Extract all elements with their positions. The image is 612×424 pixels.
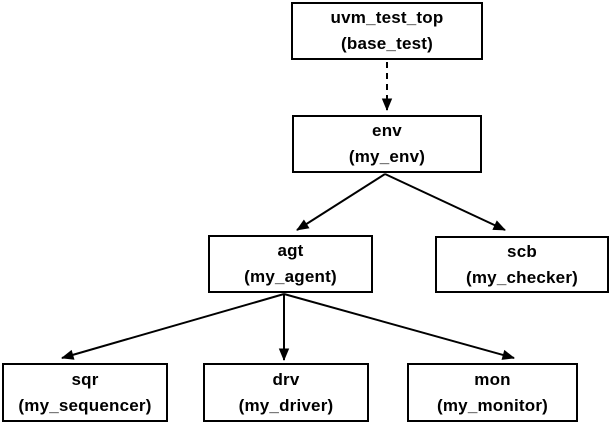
node-scb-instance: scb [507,241,537,261]
node-scb: scb (my_checker) [435,236,609,293]
node-scb-class: (my_checker) [465,267,579,287]
node-uvm-test-top-instance: uvm_test_top [330,8,444,27]
node-sqr-class: (my_sequencer) [18,395,152,415]
node-env-instance: env [372,121,402,140]
node-uvm-test-top: uvm_test_top (base_test) [291,2,483,60]
node-env-class: (my_env) [348,147,426,166]
node-sqr-instance: sqr [71,369,99,389]
edge-agt-mon-arrow [283,293,515,360]
node-agt: agt (my_agent) [208,235,373,293]
node-mon-class: (my_monitor) [436,395,549,415]
node-mon-instance: mon [474,369,511,389]
node-drv-instance: drv [272,369,300,389]
node-mon: mon (my_monitor) [407,363,578,422]
node-drv: drv (my_driver) [203,363,369,422]
edge-env-scb-arrow [384,173,506,231]
node-drv-class: (my_driver) [238,395,334,415]
edge-env-agt-arrow [296,173,386,231]
node-sqr: sqr (my_sequencer) [2,363,168,422]
node-agt-instance: agt [277,241,304,260]
node-uvm-test-top-class: (base_test) [341,34,433,53]
node-agt-class: (my_agent) [244,267,337,286]
node-env: env (my_env) [292,115,482,173]
edge-agt-sqr-arrow [61,293,285,360]
